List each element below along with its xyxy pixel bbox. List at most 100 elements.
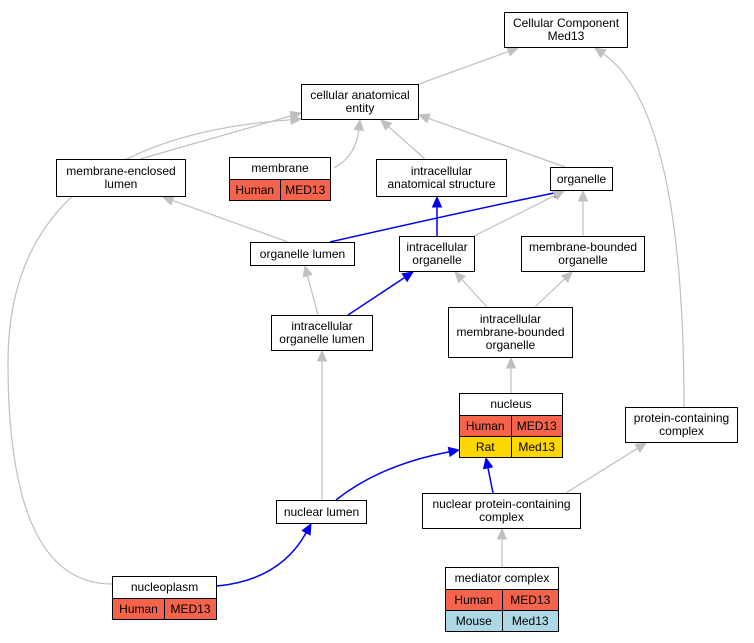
- node-title: nuclear lumen: [283, 504, 360, 519]
- edge-line: [602, 53, 685, 408]
- edge-nuclear-lumen-to-nucleus: [335, 446, 461, 501]
- arrowhead-icon: [316, 349, 328, 362]
- arrowhead-icon: [577, 189, 589, 202]
- arrowhead-icon: [506, 46, 520, 57]
- node-organelle-lumen[interactable]: organelle lumen: [250, 242, 355, 266]
- arrowhead-icon: [560, 271, 573, 284]
- edge-line: [335, 451, 450, 501]
- edge-line: [329, 192, 555, 243]
- node-intracellular-organelle[interactable]: intracellular organelle: [399, 236, 475, 272]
- arrowhead-icon: [454, 271, 466, 284]
- edge-intracellular-membrane-bounded-organelle-to-intracellular-organelle: [454, 271, 488, 308]
- edge-intracellular-organelle-lumen-to-organelle-lumen: [302, 264, 319, 316]
- node-title: intracellular organelle lumen: [279, 319, 365, 346]
- node-title: Cellular Component Med13: [512, 16, 620, 43]
- node-membrane-bounded-organelle[interactable]: membrane-bounded organelle: [521, 236, 645, 272]
- edge-nucleoplasm-to-nuclear-lumen: [216, 522, 312, 587]
- edge-line: [428, 117, 566, 168]
- edge-line: [216, 532, 307, 587]
- edge-intracellular-organelle-to-intracellular-anatomical-structure: [431, 195, 443, 236]
- node-cellular-anatomical-entity[interactable]: cellular anatomical entity: [301, 84, 419, 120]
- node-title: nucleus: [490, 397, 532, 411]
- edge-nuclear-lumen-to-intracellular-organelle-lumen: [316, 349, 328, 500]
- node-title: membrane: [251, 161, 309, 175]
- edge-nuclear-protein-containing-complex-to-nucleus: [482, 456, 494, 494]
- edge-organelle-lumen-to-membrane-enclosed-lumen: [161, 195, 289, 243]
- species-cell: Human: [230, 180, 280, 200]
- node-title: mediator complex: [454, 571, 550, 585]
- edge-nucleoplasm-to-cellular-anatomical-entity: [7, 114, 303, 585]
- edge-line: [418, 50, 509, 85]
- arrowhead-icon: [552, 190, 566, 201]
- node-title: protein-containing complex: [633, 411, 730, 438]
- edge-nucleus-to-intracellular-membrane-bounded-organelle: [505, 356, 517, 393]
- arrowhead-icon: [161, 195, 175, 206]
- node-protein-containing-complex[interactable]: protein-containing complex: [625, 407, 738, 443]
- edge-membrane-enclosed-lumen-to-cellular-anatomical-entity: [139, 110, 303, 160]
- arrowhead-icon: [431, 195, 443, 208]
- edge-line: [388, 126, 426, 160]
- node-title: organelle: [556, 171, 607, 186]
- edge-line: [139, 115, 292, 160]
- node-intracellular-anatomical-structure[interactable]: intracellular anatomical structure: [376, 159, 507, 197]
- arrowhead-icon: [302, 264, 313, 278]
- edge-line: [333, 129, 360, 169]
- edge-line: [534, 278, 566, 308]
- edge-membrane-to-cellular-anatomical-entity: [333, 118, 365, 169]
- edge-line: [487, 467, 494, 494]
- gene-cell: MED13: [510, 416, 562, 436]
- edge-intracellular-anatomical-structure-to-cellular-anatomical-entity: [380, 119, 426, 160]
- species-cell: Human: [446, 590, 502, 610]
- edge-line: [565, 447, 638, 494]
- edge-protein-containing-complex-to-cellular-component: [594, 47, 685, 408]
- arrowhead-icon: [290, 114, 303, 126]
- arrowhead-icon: [482, 456, 494, 470]
- edge-nuclear-protein-containing-complex-to-protein-containing-complex: [565, 442, 648, 494]
- edge-mediator-complex-to-nuclear-protein-containing-complex: [496, 527, 508, 567]
- node-organelle[interactable]: organelle: [550, 167, 613, 191]
- arrowhead-icon: [417, 113, 431, 124]
- edge-intracellular-membrane-bounded-organelle-to-membrane-bounded-organelle: [534, 271, 573, 308]
- arrowhead-icon: [353, 118, 365, 132]
- node-membrane-enclosed-lumen[interactable]: membrane-enclosed lumen: [56, 159, 186, 197]
- species-cell: Rat: [460, 437, 511, 457]
- node-title: intracellular membrane-bounded organelle: [456, 312, 565, 352]
- arrowhead-icon: [496, 527, 508, 540]
- edge-membrane-bounded-organelle-to-organelle: [577, 189, 589, 236]
- node-intracellular-membrane-bounded-organelle[interactable]: intracellular membrane-bounded organelle: [448, 307, 573, 358]
- edge-line: [461, 278, 488, 308]
- node-title: nucleoplasm: [130, 580, 199, 594]
- edge-line: [172, 199, 289, 243]
- edge-intracellular-organelle-to-organelle: [473, 190, 566, 237]
- gene-cell: MED13: [279, 180, 330, 200]
- arrowhead-icon: [401, 271, 415, 283]
- edge-cellular-anatomical-entity-to-cellular-component: [418, 46, 520, 85]
- node-intracellular-organelle-lumen[interactable]: intracellular organelle lumen: [271, 315, 373, 351]
- node-cellular-component[interactable]: Cellular Component Med13: [504, 12, 628, 48]
- arrowhead-icon: [505, 356, 517, 369]
- species-cell: Human: [113, 599, 164, 619]
- arrowhead-icon: [301, 522, 312, 536]
- species-cell: Human: [460, 416, 511, 436]
- node-title: membrane-bounded organelle: [528, 240, 638, 267]
- node-title: organelle lumen: [259, 246, 346, 261]
- edge-organelle-to-cellular-anatomical-entity: [417, 113, 566, 168]
- species-cell: Mouse: [446, 611, 502, 631]
- arrowhead-icon: [594, 47, 607, 59]
- arrowhead-icon: [380, 119, 393, 131]
- node-nuclear-lumen[interactable]: nuclear lumen: [276, 500, 367, 524]
- node-nuclear-protein-containing-complex[interactable]: nuclear protein-containing complex: [422, 493, 581, 529]
- node-title: nuclear protein-containing complex: [432, 497, 571, 524]
- edge-line: [7, 119, 292, 585]
